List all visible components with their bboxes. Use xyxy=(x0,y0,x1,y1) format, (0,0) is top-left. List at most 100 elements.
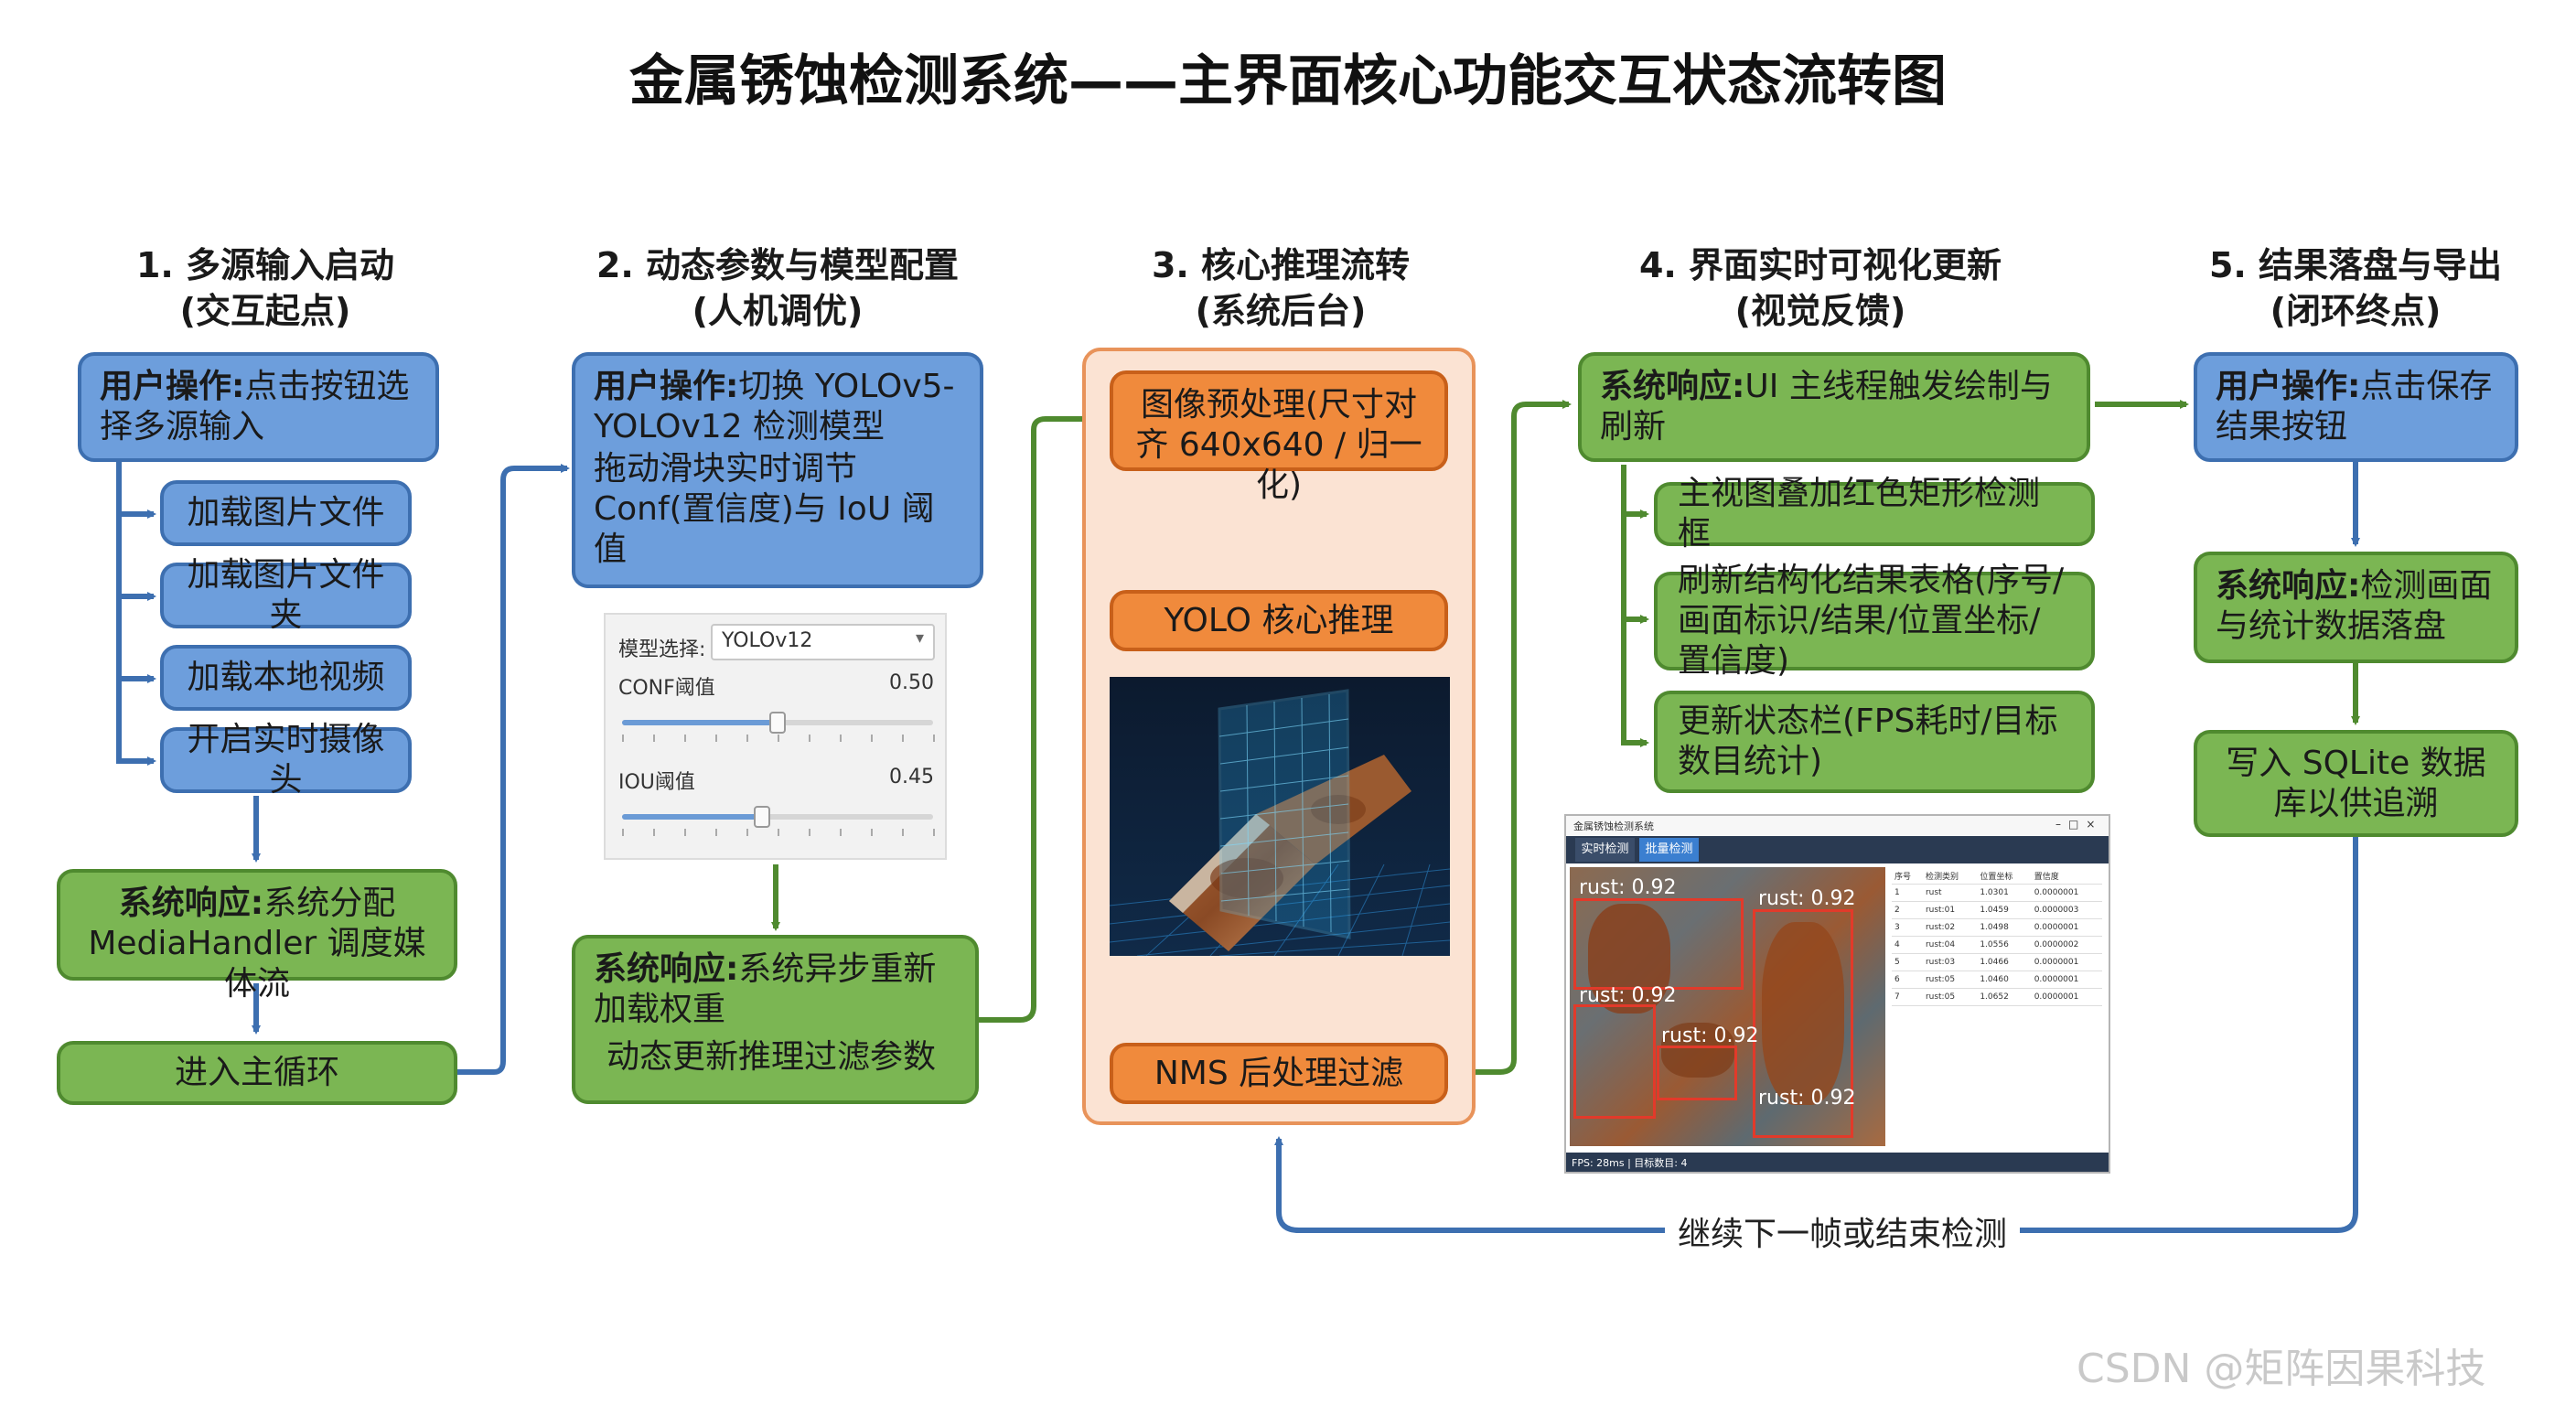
table-cell: 7 xyxy=(1892,988,1923,1006)
slider-tick xyxy=(871,735,873,742)
table-cell: 0.0000001 xyxy=(2031,918,2102,937)
table-cell: 0.0000001 xyxy=(2031,971,2102,989)
table-cell: 1.0459 xyxy=(1977,901,2032,919)
col2-user-text1: 切换 YOLOv5-YOLOv12 检测模型 xyxy=(594,368,955,445)
update-result-table-item: 刷新结构化结果表格(序号/画面标识/结果/位置坐标/置信度) xyxy=(1654,562,2095,680)
result-col-header: 置信度 xyxy=(2031,867,2102,885)
col3-col4-lines xyxy=(1450,400,2189,1075)
table-cell: rust:02 xyxy=(1922,918,1978,937)
table-cell: 0.0000002 xyxy=(2031,936,2102,954)
iou-slider[interactable] xyxy=(622,806,935,836)
enter-main-loop-box: 进入主循环 xyxy=(57,1041,457,1105)
rust-patch xyxy=(1588,904,1670,1014)
table-cell: rust xyxy=(1922,884,1978,902)
col2-user-key: 用户操作: xyxy=(594,368,739,405)
update-result-table-label: 刷新结构化结果表格(序号/画面标识/结果/位置坐标/置信度) xyxy=(1678,562,2065,680)
table-cell: 1.0652 xyxy=(1977,988,2032,1006)
app-screenshot: 金属锈蚀检测系统 –□× 实时检测 批量检测 rust: 0.92 rust: … xyxy=(1564,814,2110,1174)
table-cell: rust:01 xyxy=(1922,901,1978,919)
conf-value: 0.50 xyxy=(889,671,934,694)
detection-label: rust: 0.92 xyxy=(1758,887,1856,910)
update-status-bar-label: 更新状态栏(FPS耗时/目标数目统计) xyxy=(1678,702,2058,780)
app-tabbar: 实时检测 批量检测 xyxy=(1566,836,2109,863)
slider-tick xyxy=(746,735,748,742)
column-header-4: 4. 界面实时可视化更新 (视觉反馈) xyxy=(1592,242,2049,334)
slider-tick xyxy=(684,735,686,742)
col5-user-key: 用户操作: xyxy=(2216,368,2361,405)
column-header-5: 5. 结果落盘与导出 (闭环终点) xyxy=(2177,242,2534,334)
table-cell: 4 xyxy=(1892,936,1923,954)
slider-tick xyxy=(933,735,935,742)
page-title: 金属锈蚀检测系统——主界面核心功能交互状态流转图 xyxy=(629,49,1947,113)
inference-illustration xyxy=(1110,677,1450,956)
model-select[interactable]: YOLOv12 ▾ xyxy=(711,624,935,660)
col2-user-text2: 拖动滑块实时调节 Conf(置信度)与 IoU 阈值 xyxy=(594,450,935,568)
column-header-3-line1: 3. 核心推理流转 xyxy=(1151,245,1411,285)
conf-slider[interactable] xyxy=(622,712,935,742)
column-header-4-line1: 4. 界面实时可视化更新 xyxy=(1638,245,2002,285)
app-window-title: 金属锈蚀检测系统 xyxy=(1573,820,1654,832)
table-cell: 0.0000001 xyxy=(2031,988,2102,1006)
source-image-folder-label: 加载图片文件夹 xyxy=(187,556,385,634)
column-header-5-line2: (闭环终点) xyxy=(2270,291,2442,331)
slider-tick xyxy=(871,829,873,836)
col4-sys-text: UI 主线程触发绘制与刷新 xyxy=(1600,368,2053,445)
conf-slider-thumb[interactable] xyxy=(769,712,786,734)
col2-sys-key: 系统响应: xyxy=(594,950,739,988)
table-cell: rust:03 xyxy=(1922,953,1978,971)
slider-tick xyxy=(809,735,810,742)
app-tab-batch[interactable]: 批量检测 xyxy=(1639,838,1699,862)
source-image-file: 加载图片文件 xyxy=(160,480,412,546)
detection-label: rust: 0.92 xyxy=(1758,1087,1856,1110)
col2-sys-text2: 动态更新推理过滤参数 xyxy=(606,1038,937,1076)
update-detection-box-item: 主视图叠加红色矩形检测框 xyxy=(1654,475,2095,552)
col2-lines xyxy=(771,414,1096,1023)
model-select-value: YOLOv12 xyxy=(722,629,813,652)
col2-sys-text1: 系统异步重新加载权重 xyxy=(594,950,937,1028)
column-header-2-line2: (人机调优) xyxy=(692,291,864,331)
rust-patch xyxy=(1762,922,1844,1105)
slider-tick xyxy=(778,829,779,836)
model-select-label: 模型选择: xyxy=(618,638,706,661)
app-tab-realtime[interactable]: 实时检测 xyxy=(1575,838,1635,862)
detection-label: rust: 0.92 xyxy=(1661,1024,1759,1047)
source-camera: 开启实时摄像头 xyxy=(160,721,412,799)
iou-slider-thumb[interactable] xyxy=(754,806,770,828)
app-status-text: FPS: 28ms | 目标数目: 4 xyxy=(1572,1157,1688,1169)
loop-back-label: 继续下一帧或结束检测 xyxy=(1665,1207,2021,1255)
column-header-2: 2. 动态参数与模型配置 (人机调优) xyxy=(549,242,1006,334)
col1-user-action-box: 用户操作:点击按钮选择多源输入 xyxy=(78,352,439,462)
slider-tick xyxy=(653,829,655,836)
slider-tick xyxy=(840,829,842,836)
table-cell: rust:05 xyxy=(1922,971,1978,989)
window-controls-icon: –□× xyxy=(2055,818,2103,831)
slider-tick xyxy=(933,829,935,836)
table-cell: 6 xyxy=(1892,971,1923,989)
nms-label: NMS 后处理过滤 xyxy=(1154,1054,1404,1092)
detection-label: rust: 0.92 xyxy=(1579,984,1677,1007)
source-local-video: 加载本地视频 xyxy=(160,645,412,711)
result-col-header: 检测类别 xyxy=(1922,867,1978,885)
col1-system-response-box: 系统响应:系统分配 MediaHandler 调度媒体流 xyxy=(57,869,457,1003)
enter-main-loop-label: 进入主循环 xyxy=(174,1054,339,1091)
table-cell: 1 xyxy=(1892,884,1923,902)
update-status-bar-item: 更新状态栏(FPS耗时/目标数目统计) xyxy=(1654,691,2095,793)
sqlite-save-label: 写入 SQLite 数据库以供追溯 xyxy=(2226,744,2486,822)
table-cell: 5 xyxy=(1892,953,1923,971)
update-detection-box-label: 主视图叠加红色矩形检测框 xyxy=(1678,475,2041,552)
table-cell: 2 xyxy=(1892,901,1923,919)
iou-label: IOU阈值 xyxy=(618,771,695,794)
slider-tick xyxy=(715,735,717,742)
col1-sys-text: 系统分配 MediaHandler 调度媒体流 xyxy=(88,885,426,1003)
column-header-1: 1. 多源输入启动 (交互起点) xyxy=(82,242,448,334)
main-view-image: rust: 0.92 rust: 0.92 rust: 0.92 rust: 0… xyxy=(1570,867,1885,1146)
column-header-3: 3. 核心推理流转 (系统后台) xyxy=(1098,242,1464,334)
